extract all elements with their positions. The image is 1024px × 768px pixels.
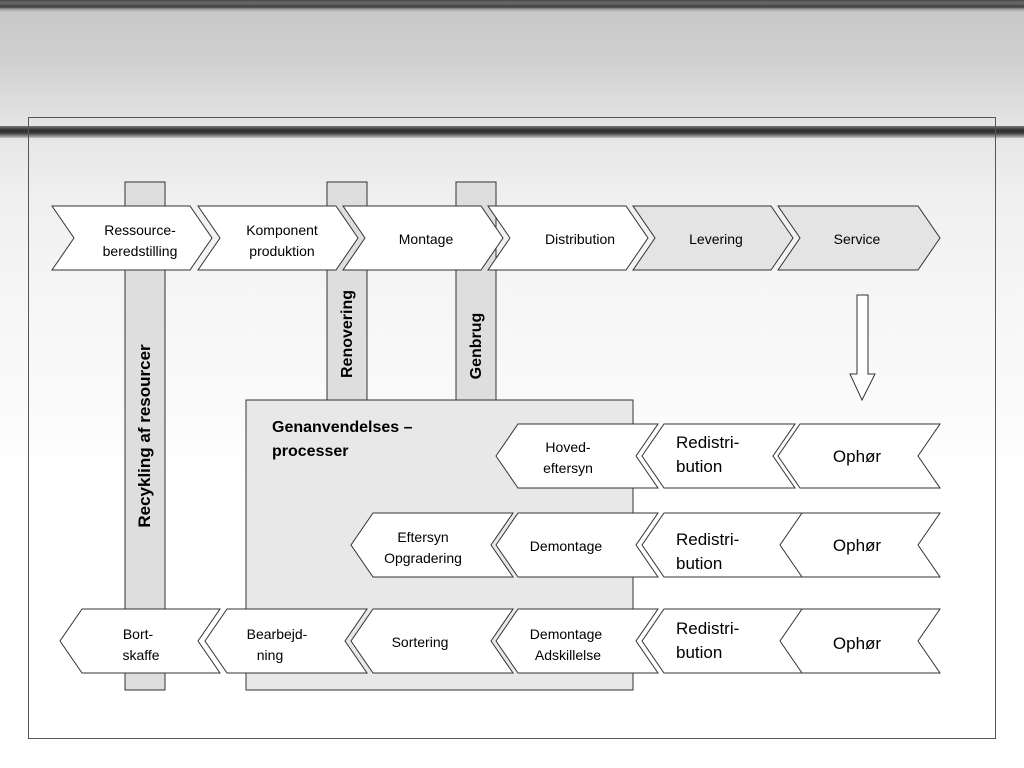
chevron-label-line2: bution [676, 554, 722, 573]
chevron-label-line2: eftersyn [543, 460, 593, 476]
chevron-eftersyn-opgradering: Eftersyn Opgradering [350, 512, 514, 578]
chevron-label-line2: bution [676, 457, 722, 476]
chevron-sortering: Sortering [350, 608, 514, 674]
chevron-label-line1: Redistri- [676, 619, 739, 638]
chevron-label: Service [834, 231, 881, 247]
reverse-row-2: Ophør Redistri- bution Demontage Eftersy… [350, 512, 941, 578]
chevron-ressourceberedstilling: Ressource- beredstilling [51, 205, 213, 271]
chevron-label: Levering [689, 231, 743, 247]
chevron-label: Ophør [833, 536, 882, 555]
chevron-label-line2: beredstilling [103, 243, 178, 259]
chevron-label-line1: Komponent [246, 222, 318, 238]
chevron-label-line2: ning [257, 647, 283, 663]
genbrug-label: Genbrug [468, 313, 485, 380]
chevron-distribution: Distribution [487, 205, 649, 271]
reverse-row-1: Ophør Redistri- bution Hoved- eftersyn [495, 423, 941, 489]
chevron-label-line1: Redistri- [676, 433, 739, 452]
chevron-label-line1: Eftersyn [397, 529, 448, 545]
recycling-label: Recykling af resourcer [135, 344, 154, 528]
process-box-title-line2: processer [272, 443, 349, 460]
chevron-label: Demontage [530, 538, 603, 554]
chevron-bearbejdning: Bearbejd- ning [204, 608, 368, 674]
chevron-redistribution: Redistri- bution [641, 512, 803, 578]
down-arrow-icon [849, 294, 876, 402]
chevron-label-line1: Hoved- [545, 439, 590, 455]
chevron-hovedeftersyn: Hoved- eftersyn [495, 423, 659, 489]
chevron-service: Service [777, 205, 941, 271]
chevron-label-line2: Adskillelse [535, 647, 601, 663]
chevron-label-line2: Opgradering [384, 550, 462, 566]
chevron-label-line1: Demontage [530, 626, 603, 642]
top-chain: Ressource- beredstilling Komponent produ… [51, 205, 941, 271]
reverse-row-3: Ophør Redistri- bution Demontage Adskill… [59, 608, 941, 674]
chevron-demontage: Demontage [495, 512, 659, 578]
chevron-levering: Levering [632, 205, 794, 271]
chevron-label-line2: skaffe [122, 647, 159, 663]
chevron-label: Distribution [545, 231, 615, 247]
chevron-label-line2: bution [676, 643, 722, 662]
chevron-ophor: Ophør [777, 423, 941, 489]
process-box-title-line1: Genanvendelses – [272, 419, 413, 436]
chevron-komponentproduktion: Komponent produktion [197, 205, 359, 271]
diagram-frame [28, 117, 996, 739]
chevron-demontage-adskillelse: Demontage Adskillelse [495, 608, 659, 674]
header-band [0, 126, 1024, 138]
chevron-redistribution: Redistri- bution [641, 423, 796, 489]
chevron-label: Sortering [392, 634, 449, 650]
chevron-ophor: Ophør [777, 512, 941, 578]
renovering-label: Renovering [339, 290, 356, 378]
chevron-redistribution: Redistri- bution [641, 608, 803, 674]
chevron-label: Montage [399, 231, 454, 247]
chevron-label-line2: produktion [249, 243, 314, 259]
chevron-bortskaffe: Bort- skaffe [59, 608, 221, 674]
chevron-montage: Montage [342, 205, 504, 271]
chevron-label-line1: Ressource- [104, 222, 176, 238]
chevron-label-line1: Redistri- [676, 530, 739, 549]
chevron-label: Ophør [833, 447, 882, 466]
chevron-label-line1: Bearbejd- [247, 626, 308, 642]
chevron-ophor: Ophør [777, 608, 941, 674]
chevron-label: Ophør [833, 634, 882, 653]
chevron-label-line1: Bort- [123, 626, 154, 642]
